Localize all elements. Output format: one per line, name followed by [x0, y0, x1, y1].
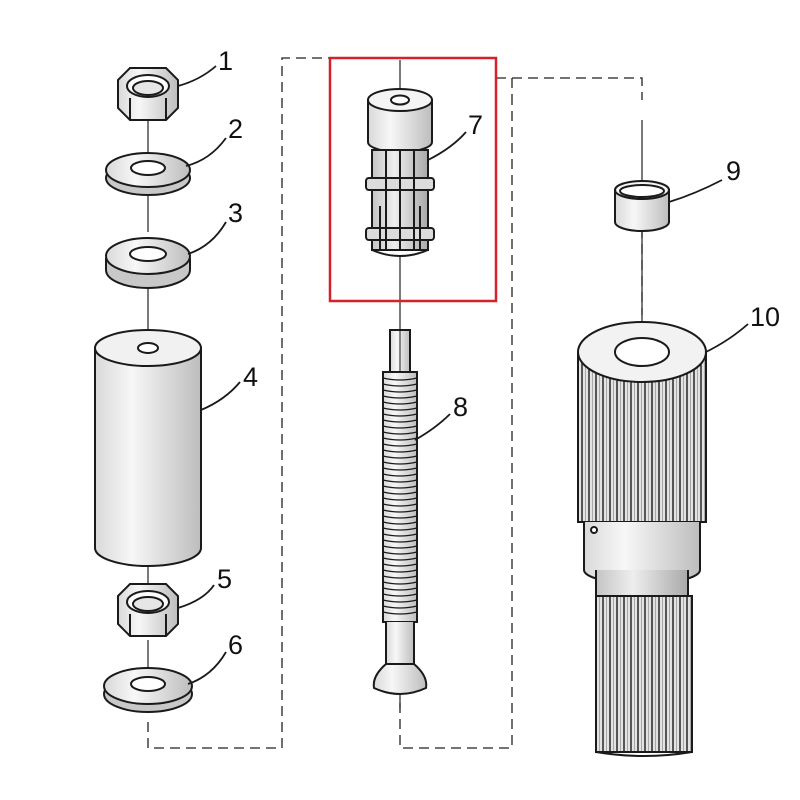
part-6-flat-washer: [103, 667, 193, 713]
callout-4: 4: [243, 362, 258, 392]
callout-10: 10: [750, 302, 780, 332]
callout-2: 2: [228, 114, 243, 144]
part-10-splined-shaft: [577, 321, 707, 757]
part-4-cylinder-sleeve: [94, 329, 202, 567]
callout-9: 9: [726, 156, 741, 186]
callout-3: 3: [228, 198, 243, 228]
callout-5: 5: [217, 564, 232, 594]
part-9-bushing: [614, 180, 670, 232]
part-8-threaded-forcing-screw: [372, 329, 428, 695]
callout-1: 1: [218, 46, 233, 76]
part-7-highlight-box: [328, 56, 498, 303]
callout-labels: 1 2 3 4 5 6 7 8 9 10: [217, 46, 780, 660]
part-5-hex-nut: [117, 583, 179, 637]
callout-8: 8: [453, 392, 468, 422]
part-2-flat-washer: [105, 152, 191, 196]
callout-7: 7: [468, 110, 483, 140]
callout-leader-lines: [177, 65, 749, 685]
callout-6: 6: [228, 630, 243, 660]
part-7-collet-adapter: [365, 88, 435, 257]
part-3-thick-washer: [105, 237, 191, 289]
part-1-hex-nut: [117, 67, 179, 121]
